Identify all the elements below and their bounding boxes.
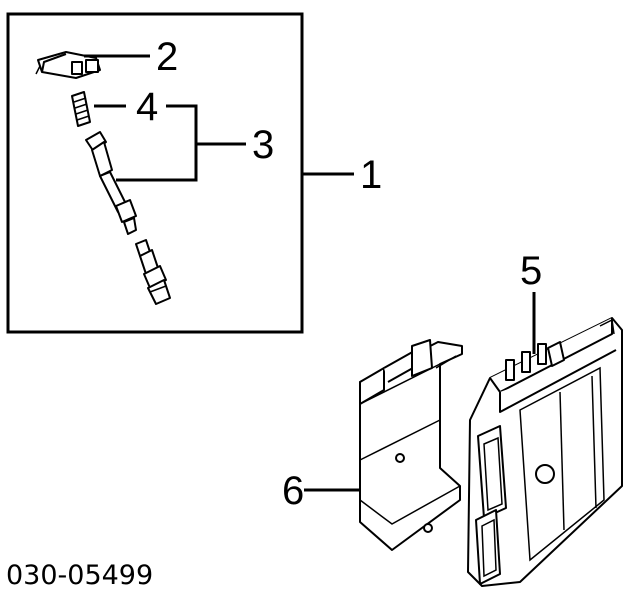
part-bracket <box>359 339 463 551</box>
callout-5: 5 <box>520 249 542 293</box>
part-spark-plug <box>135 239 171 305</box>
part-code: 030-05499 <box>6 560 153 591</box>
callout-4: 4 <box>136 85 158 129</box>
callout-2: 2 <box>156 35 178 79</box>
part-plug-boot <box>85 131 137 235</box>
callout-3: 3 <box>252 123 274 167</box>
callout-6: 6 <box>282 469 304 513</box>
callout-1: 1 <box>360 153 382 197</box>
part-spring <box>71 91 91 127</box>
part-ignition-coil <box>35 51 101 79</box>
part-ecu <box>467 317 623 587</box>
